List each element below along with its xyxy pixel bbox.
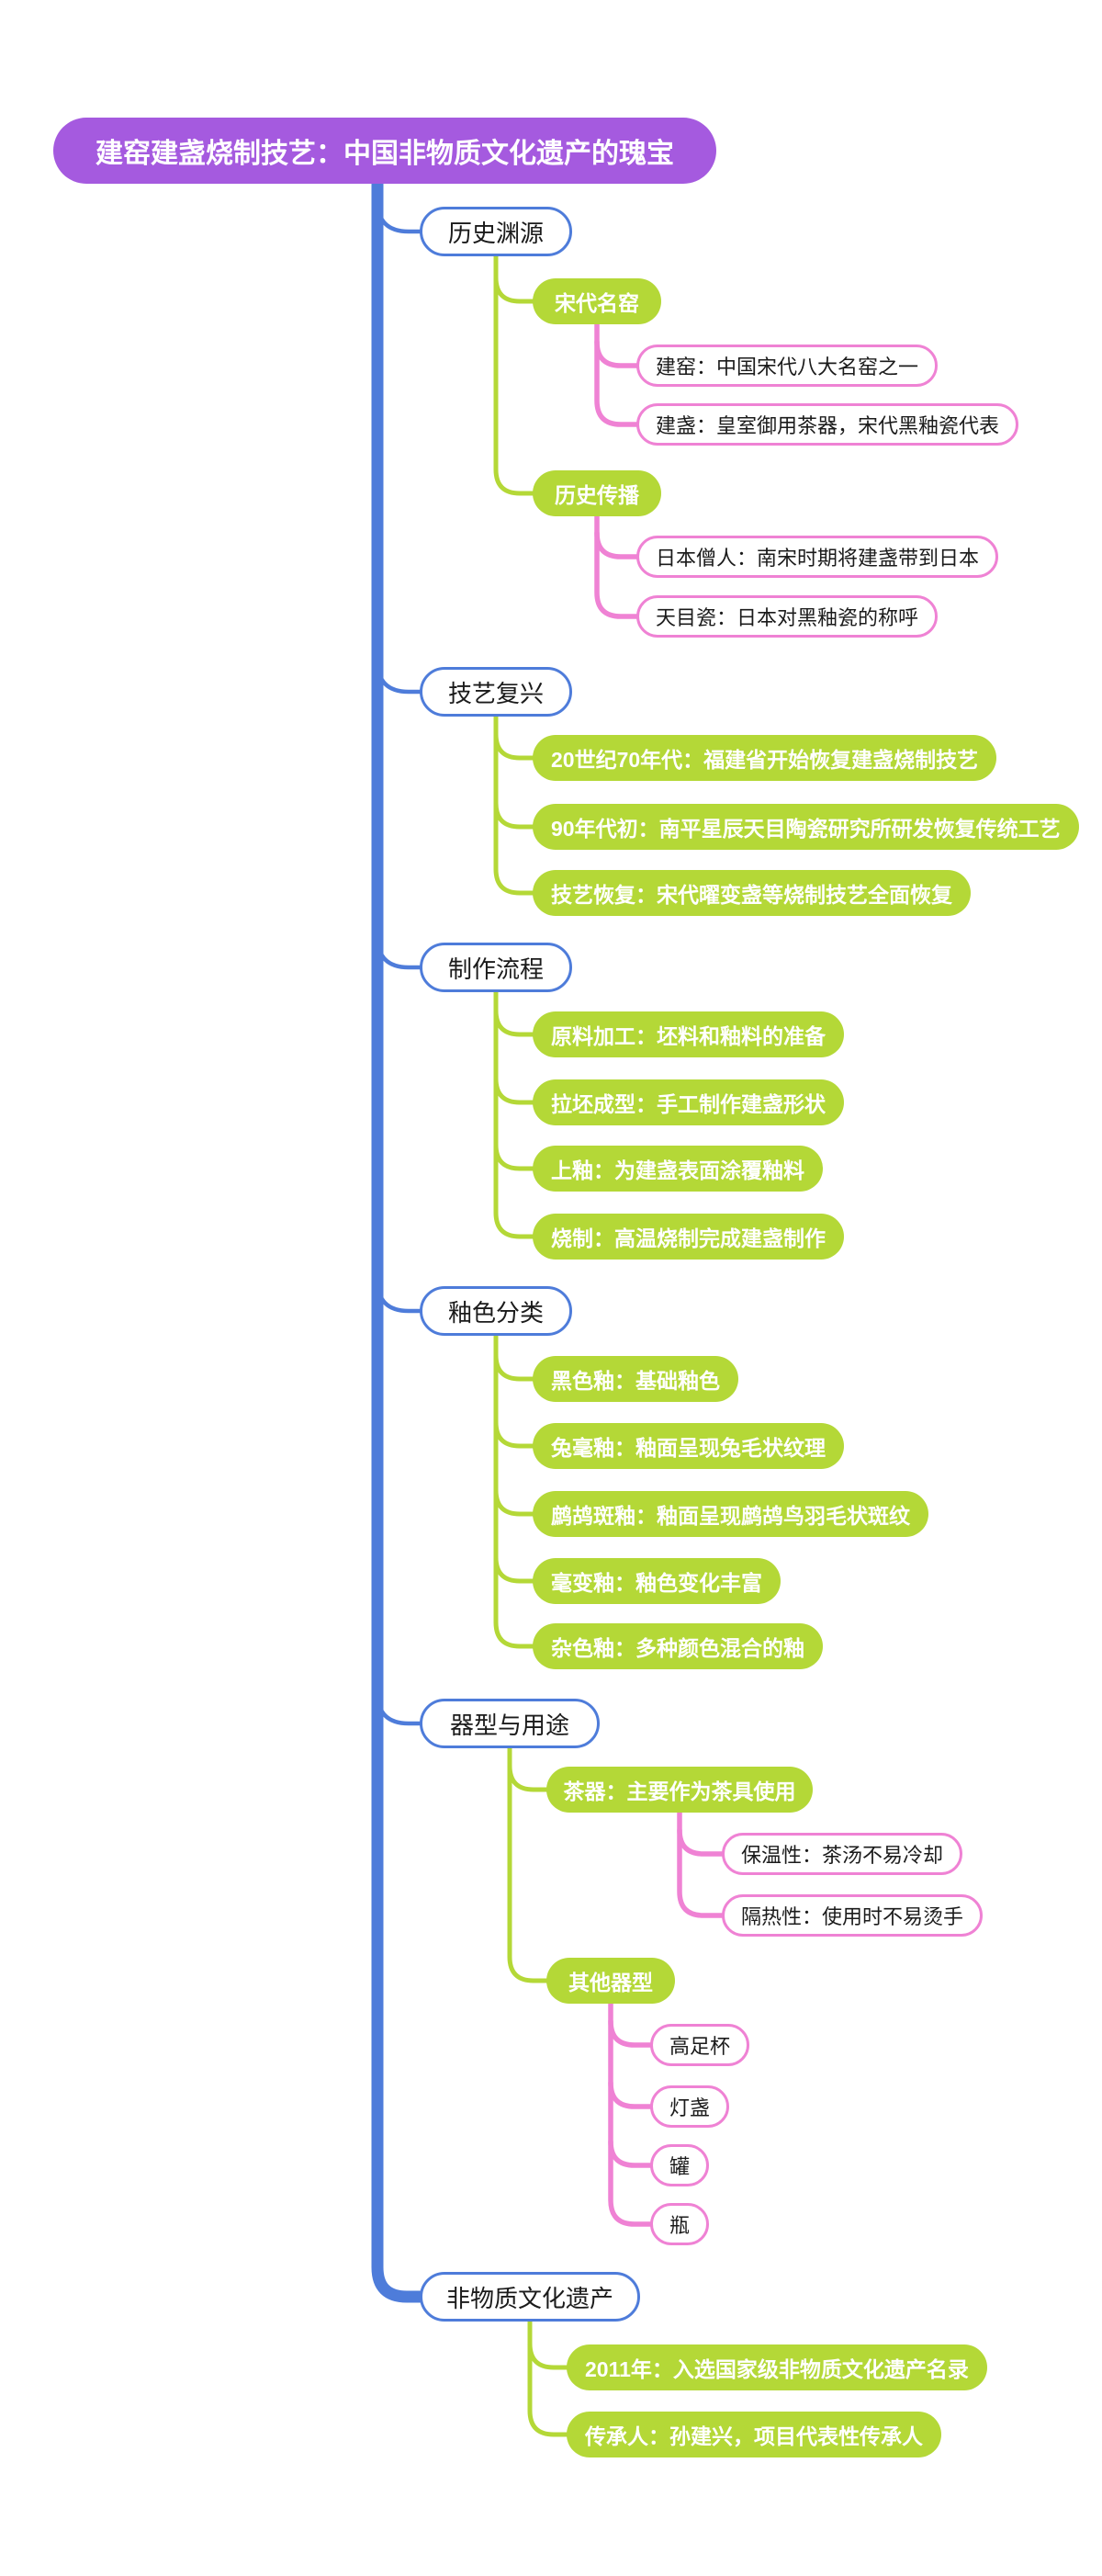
branch-production-process[interactable]: 制作流程 — [420, 943, 572, 992]
topic-2011-national-list[interactable]: 2011年：入选国家级非物质文化遗产名录 — [567, 2344, 987, 2390]
leaf-stem-cup[interactable]: 高足杯 — [650, 2024, 750, 2066]
leaf-vase[interactable]: 瓶 — [650, 2203, 710, 2245]
leaf-jar[interactable]: 罐 — [650, 2144, 710, 2186]
topic-throwing-shaping[interactable]: 拉坯成型：手工制作建盏形状 — [533, 1079, 844, 1125]
topic-other-shapes[interactable]: 其他器型 — [546, 1958, 675, 2004]
topic-raw-material[interactable]: 原料加工：坯料和釉料的准备 — [533, 1011, 844, 1057]
root-topic[interactable]: 建窑建盏烧制技艺：中国非物质文化遗产的瑰宝 — [53, 118, 716, 184]
leaf-jian-cup[interactable]: 建盏：皇室御用茶器，宋代黑釉瓷代表 — [636, 403, 1019, 446]
topic-inheritor[interactable]: 传承人：孙建兴，项目代表性传承人 — [567, 2412, 941, 2457]
branch-glaze-classification[interactable]: 釉色分类 — [420, 1286, 572, 1336]
branch-history-origin[interactable]: 历史渊源 — [420, 207, 572, 256]
branch-shapes-and-uses[interactable]: 器型与用途 — [420, 1699, 600, 1748]
topic-hare-fur-glaze[interactable]: 兔毫釉：釉面呈现兔毛状纹理 — [533, 1423, 844, 1469]
topic-song-famous-kilns[interactable]: 宋代名窑 — [533, 278, 661, 324]
topic-tea-ware[interactable]: 茶器：主要作为茶具使用 — [546, 1767, 813, 1813]
topic-glazing[interactable]: 上釉：为建盏表面涂覆釉料 — [533, 1146, 823, 1192]
topic-1970s-restoration[interactable]: 20世纪70年代：福建省开始恢复建盏烧制技艺 — [533, 735, 997, 781]
leaf-heat-insulation[interactable]: 隔热性：使用时不易烫手 — [722, 1894, 984, 1937]
leaf-heat-retention[interactable]: 保温性：茶汤不易冷却 — [722, 1833, 963, 1875]
topic-partridge-spot-glaze[interactable]: 鹧鸪斑釉：釉面呈现鹧鸪鸟羽毛状斑纹 — [533, 1491, 928, 1537]
branch-technique-revival[interactable]: 技艺复兴 — [420, 667, 572, 717]
leaf-japanese-monks[interactable]: 日本僧人：南宋时期将建盏带到日本 — [636, 536, 999, 578]
leaf-tenmoku-ware[interactable]: 天目瓷：日本对黑釉瓷的称呼 — [636, 595, 939, 638]
topic-firing[interactable]: 烧制：高温烧制完成建盏制作 — [533, 1214, 844, 1260]
topic-technique-recovered[interactable]: 技艺恢复：宋代曜变盏等烧制技艺全面恢复 — [533, 870, 971, 916]
topic-mixed-color-glaze[interactable]: 杂色釉：多种颜色混合的釉 — [533, 1623, 823, 1669]
leaf-jian-kiln[interactable]: 建窑：中国宋代八大名窑之一 — [636, 345, 939, 387]
leaf-oil-lamp[interactable]: 灯盏 — [650, 2085, 730, 2128]
topic-haobian-glaze[interactable]: 毫变釉：釉色变化丰富 — [533, 1558, 781, 1604]
topic-black-glaze[interactable]: 黑色釉：基础釉色 — [533, 1356, 738, 1402]
topic-historical-spread[interactable]: 历史传播 — [533, 470, 661, 516]
topic-1990s-research[interactable]: 90年代初：南平星辰天目陶瓷研究所研发恢复传统工艺 — [533, 804, 1079, 850]
branch-intangible-heritage[interactable]: 非物质文化遗产 — [420, 2272, 640, 2322]
